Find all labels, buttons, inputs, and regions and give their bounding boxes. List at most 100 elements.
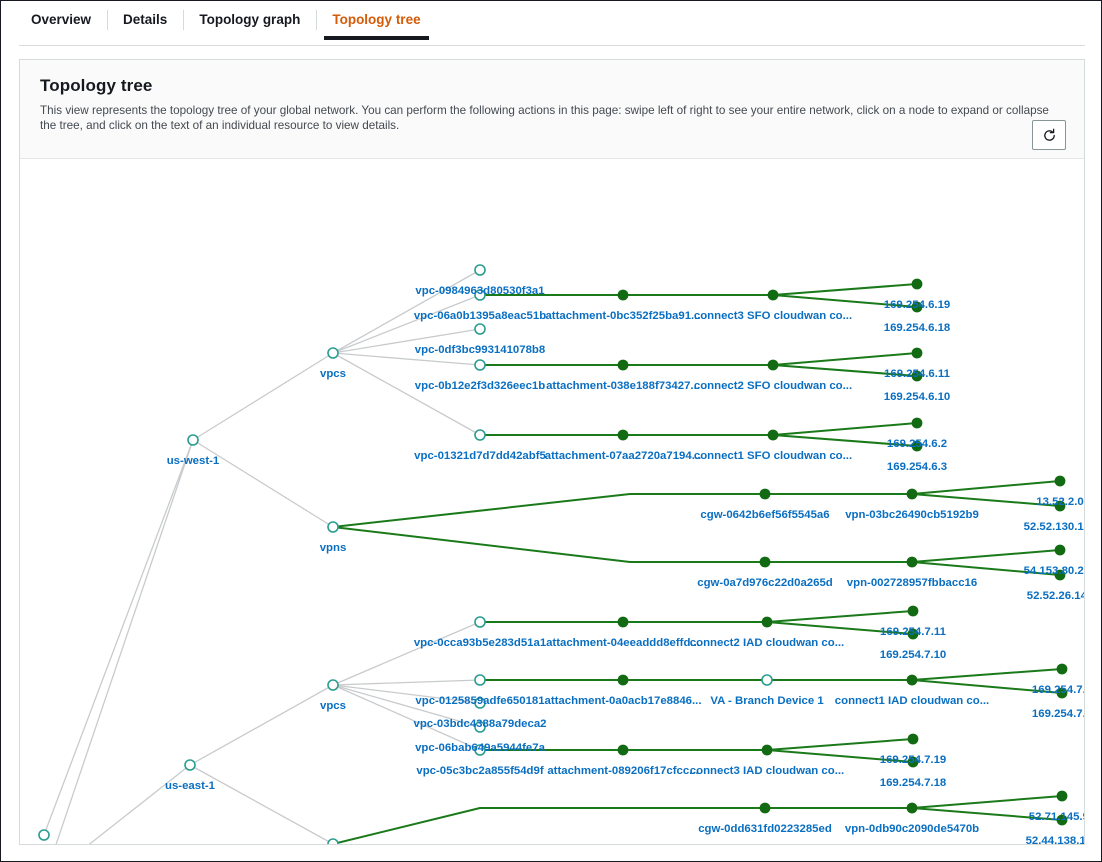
- tree-node[interactable]: [474, 721, 486, 733]
- tree-node-label[interactable]: connect1 SFO cloudwan co...: [693, 450, 853, 462]
- tree-node[interactable]: [911, 440, 923, 452]
- tree-node-label[interactable]: attachment-07aa2720a7194...: [544, 450, 702, 462]
- tree-node[interactable]: [759, 488, 771, 500]
- tree-node-label[interactable]: 169.254.6.11: [884, 368, 950, 380]
- tree-node[interactable]: [911, 347, 923, 359]
- tree-node-label[interactable]: vpc-06a0b1395a8eac51b: [413, 310, 547, 322]
- tree-node[interactable]: [761, 744, 773, 756]
- tree-node[interactable]: [617, 744, 629, 756]
- tree-node-label[interactable]: vpc-0df3bc993141078b8: [414, 344, 546, 356]
- tab-details[interactable]: Details: [107, 1, 183, 39]
- tree-node-label[interactable]: vpc-01321d7d7dd42abf5: [414, 450, 546, 462]
- tree-node[interactable]: [617, 289, 629, 301]
- tree-node-label[interactable]: vpn-0db90c2090de5470b: [844, 823, 980, 835]
- tree-node-label[interactable]: attachment-038e188f73427...: [546, 380, 700, 392]
- tree-node-label[interactable]: cgw-0642b6ef56f5545a6: [700, 509, 830, 521]
- tree-node-label[interactable]: 169.254.7.10: [879, 649, 947, 661]
- tree-node[interactable]: [906, 802, 918, 814]
- tree-node-label[interactable]: vpc-0b12e2f3d326eec1b: [414, 380, 546, 392]
- tree-node-label[interactable]: 169.254.6.10: [883, 391, 951, 403]
- tree-node[interactable]: [474, 616, 486, 628]
- tree-node[interactable]: [761, 674, 773, 686]
- tree-node-label[interactable]: 52.52.130.188: [1023, 521, 1084, 533]
- topology-tree-canvas[interactable]: atewayscationsus-west-1us-east-1vpcsvpns…: [20, 160, 1084, 844]
- tree-node-label[interactable]: 169.254.7.3: [1031, 684, 1084, 696]
- tree-node-label[interactable]: 13.52.2.0: [1036, 496, 1084, 508]
- tree-node[interactable]: [1054, 544, 1066, 556]
- tree-node[interactable]: [759, 556, 771, 568]
- tree-node-label[interactable]: attachment-0bc352f25ba91...: [545, 310, 701, 322]
- tree-node-label[interactable]: vpc-0984963d80530f3a1: [415, 285, 545, 297]
- tree-node[interactable]: [1056, 687, 1068, 699]
- tab-topology-tree[interactable]: Topology tree: [316, 1, 436, 40]
- tree-node-label[interactable]: VA - Branch Device 1: [710, 695, 824, 707]
- tree-node-label[interactable]: vpcs: [320, 368, 346, 380]
- tree-node-label[interactable]: 52.71.145.92: [1028, 811, 1084, 823]
- tree-node[interactable]: [759, 802, 771, 814]
- tree-node[interactable]: [761, 616, 773, 628]
- tree-node[interactable]: [1054, 475, 1066, 487]
- tree-node-label[interactable]: vpc-0cca93b5e283d51a1: [413, 637, 547, 649]
- tree-node-label[interactable]: 169.254.7.2: [1031, 708, 1084, 720]
- tree-node[interactable]: [767, 289, 779, 301]
- tree-node[interactable]: [907, 733, 919, 745]
- tree-node[interactable]: [327, 521, 339, 533]
- tree-node-label[interactable]: vpn-03bc26490cb5192b9: [845, 509, 979, 521]
- tree-node[interactable]: [767, 429, 779, 441]
- tree-node[interactable]: [474, 323, 486, 335]
- tree-node-label[interactable]: cgw-0dd631fd0223285ed: [698, 823, 832, 835]
- tree-node[interactable]: [474, 289, 486, 301]
- tree-node[interactable]: [1056, 790, 1068, 802]
- tree-node[interactable]: [474, 744, 486, 756]
- tree-node-label[interactable]: 52.44.138.197: [1025, 835, 1084, 844]
- tree-node[interactable]: [474, 264, 486, 276]
- tree-node[interactable]: [327, 347, 339, 359]
- tree-node[interactable]: [907, 605, 919, 617]
- tree-node[interactable]: [474, 429, 486, 441]
- tree-node-label[interactable]: 169.254.7.11: [880, 626, 946, 638]
- tree-node-label[interactable]: attachment-089206f17cfcc...: [547, 765, 699, 777]
- tree-node[interactable]: [907, 628, 919, 640]
- tree-node-label[interactable]: 169.254.7.19: [879, 754, 947, 766]
- tree-node-label[interactable]: 169.254.6.18: [883, 322, 951, 334]
- tree-node[interactable]: [38, 829, 50, 841]
- tree-node[interactable]: [911, 370, 923, 382]
- tree-node-label[interactable]: vpc-05c3bc2a855f54d9f: [416, 765, 544, 777]
- tab-topology-graph[interactable]: Topology graph: [183, 1, 316, 39]
- tree-node-label[interactable]: attachment-0a0acb17e8846...: [544, 695, 702, 707]
- tree-node[interactable]: [911, 417, 923, 429]
- tree-node[interactable]: [1056, 814, 1068, 826]
- tree-node-label[interactable]: vpcs: [320, 700, 346, 712]
- tree-node-label[interactable]: connect1 IAD cloudwan co...: [834, 695, 990, 707]
- tree-node-label[interactable]: 169.254.6.3: [886, 461, 948, 473]
- tree-node[interactable]: [1056, 663, 1068, 675]
- tree-node[interactable]: [1054, 500, 1066, 512]
- tree-node-label[interactable]: attachment-04eeaddd8effd...: [546, 637, 700, 649]
- tree-node-label[interactable]: vpn-002728957fbbacc16: [846, 577, 978, 589]
- tree-node-label[interactable]: connect2 IAD cloudwan co...: [689, 637, 845, 649]
- tree-node-label[interactable]: vpc-0125859adfe650181: [415, 695, 545, 707]
- tree-node[interactable]: [327, 838, 339, 844]
- tree-node[interactable]: [474, 697, 486, 709]
- tree-node-label[interactable]: 52.52.26.147: [1026, 590, 1084, 602]
- tree-node-label[interactable]: 54.153.80.223: [1023, 565, 1084, 577]
- tree-node[interactable]: [327, 679, 339, 691]
- tree-node-label[interactable]: connect3 IAD cloudwan co...: [689, 765, 845, 777]
- tree-node-label[interactable]: 169.254.6.2: [886, 438, 948, 450]
- tree-node[interactable]: [617, 616, 629, 628]
- tree-node[interactable]: [187, 434, 199, 446]
- tree-node[interactable]: [184, 759, 196, 771]
- tree-node[interactable]: [911, 301, 923, 313]
- tree-node[interactable]: [906, 488, 918, 500]
- tree-node[interactable]: [767, 359, 779, 371]
- tree-node[interactable]: [906, 674, 918, 686]
- tree-node-label[interactable]: connect3 SFO cloudwan co...: [693, 310, 853, 322]
- tree-node[interactable]: [474, 359, 486, 371]
- tree-node[interactable]: [906, 556, 918, 568]
- tree-node-label[interactable]: cgw-0a7d976c22d0a265d: [697, 577, 833, 589]
- tree-node-label[interactable]: connect2 SFO cloudwan co...: [693, 380, 853, 392]
- tree-node[interactable]: [1054, 569, 1066, 581]
- tree-node[interactable]: [617, 359, 629, 371]
- tree-node[interactable]: [911, 278, 923, 290]
- tree-node[interactable]: [907, 756, 919, 768]
